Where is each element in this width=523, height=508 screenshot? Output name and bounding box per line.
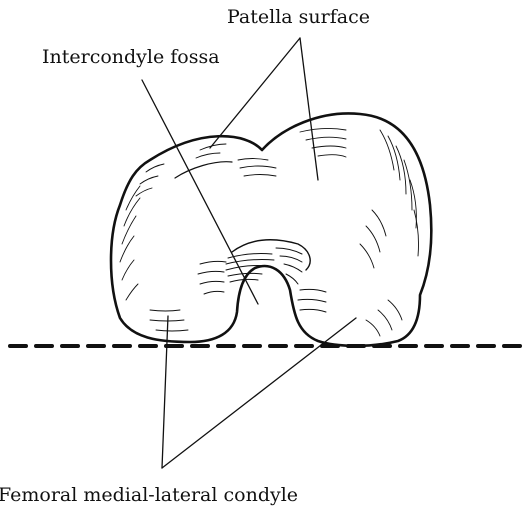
leader-condyle-left (162, 316, 168, 468)
left-side-hatching (120, 164, 188, 331)
patella-ridge-contour (175, 162, 232, 178)
right-side-hatching (360, 130, 419, 336)
intercondyle-fossa-label: Intercondyle fossa (42, 48, 220, 67)
fossa-hatching (198, 248, 326, 312)
leader-fossa (142, 80, 258, 304)
leader-condyle-right (162, 318, 356, 468)
leader-lines (142, 38, 356, 468)
patella-surface-label: Patella surface (227, 8, 370, 27)
femoral-condyle-label: Femoral medial-lateral condyle (0, 486, 298, 505)
leader-patella-right (300, 38, 318, 180)
